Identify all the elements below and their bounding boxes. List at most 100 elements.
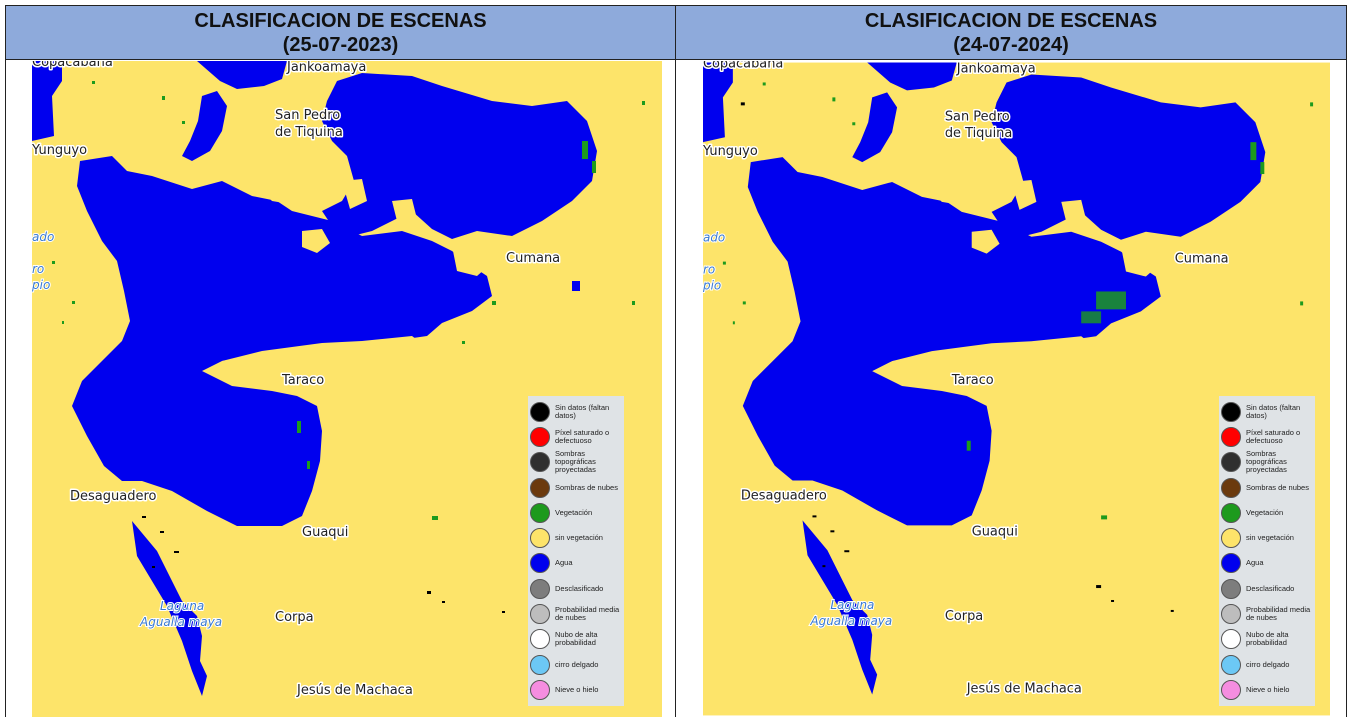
legend-swatch <box>1221 426 1241 447</box>
place-label: Cumana <box>506 251 560 266</box>
legend-swatch <box>1221 629 1241 650</box>
place-label: Copacabana <box>703 61 783 72</box>
legend-swatch <box>1221 401 1241 422</box>
no-data-pixels <box>740 102 1174 612</box>
panel-title: CLASIFICACION DE ESCENAS <box>864 10 1158 32</box>
legend-label: Sin datos (faltan datos) <box>555 402 610 420</box>
lake-label: Agualla maya <box>139 615 222 629</box>
place-label: Corpa <box>945 609 983 624</box>
legend-label: Píxel saturado o defectuoso <box>1246 427 1301 445</box>
legend-label: Sombras de nubes <box>555 482 618 492</box>
legend-label: Sombras topográficas proyectadas <box>1246 449 1287 475</box>
legend-swatch <box>530 679 550 700</box>
place-label: Desaguadero <box>741 488 827 503</box>
edge-label: pio <box>32 278 50 292</box>
legend-swatch <box>1221 604 1241 625</box>
legend-item: Sombras topográficas proyectadas <box>530 450 622 475</box>
legend-swatch <box>1221 452 1241 473</box>
legend-label: Sombras topográficas proyectadas <box>555 449 596 475</box>
islands <box>892 97 1163 387</box>
panel-date: (24-07-2024) <box>953 34 1069 56</box>
panel-header-2023: CLASIFICACION DE ESCENAS (25-07-2023) <box>6 6 675 60</box>
place-label: Guaqui <box>302 525 348 540</box>
islands <box>222 96 494 386</box>
place-label: Jesús de Machaca <box>296 683 413 698</box>
legend-item: Probabilidad media de nubes <box>530 601 622 626</box>
legend-item: Píxel saturado o defectuoso <box>1221 424 1313 449</box>
legend-label: cirro delgado <box>1246 659 1290 669</box>
legend-label: sin vegetación <box>1246 533 1294 543</box>
water-body <box>703 62 1266 695</box>
table-frame <box>5 5 1347 717</box>
legend-swatch <box>530 477 550 498</box>
legend-swatch <box>530 426 550 447</box>
legend-item: Sin datos (faltan datos) <box>1221 399 1313 424</box>
lake-label: Agualla maya <box>809 614 892 628</box>
legend-swatch <box>1221 679 1241 700</box>
legend-label: Sin datos (faltan datos) <box>1246 402 1301 420</box>
legend-swatch <box>1221 528 1241 549</box>
place-label: San Pedro <box>275 108 340 123</box>
legend-label: Sombras de nubes <box>1246 482 1309 492</box>
legend-swatch <box>530 629 550 650</box>
panel-date: (25-07-2023) <box>282 34 399 56</box>
legend-swatch <box>530 604 550 625</box>
place-label: Cumana <box>1175 252 1229 267</box>
legend-label: Probabilidad media de nubes <box>555 605 620 623</box>
place-label: de Tiquina <box>275 125 343 140</box>
legend-item: Probabilidad media de nubes <box>1221 601 1313 626</box>
vegetation-pixels <box>52 81 645 520</box>
legend-item: Desclasificado <box>1221 576 1313 601</box>
place-label: Taraco <box>281 373 324 388</box>
legend-swatch <box>530 401 550 422</box>
legend-swatch <box>530 452 550 473</box>
legend-label: Nieve o hielo <box>555 684 599 694</box>
place-label: Copacabana <box>32 61 113 70</box>
place-label: Jankoamaya <box>286 61 366 75</box>
edge-label: pio <box>703 278 721 292</box>
column-divider <box>675 5 676 717</box>
legend-item: cirro delgado <box>1221 652 1313 677</box>
legend-swatch <box>1221 654 1241 675</box>
legend-item: Sin datos (faltan datos) <box>530 399 622 424</box>
legend-item: Vegetación <box>1221 500 1313 525</box>
legend-swatch <box>530 528 550 549</box>
place-label: Taraco <box>951 373 994 388</box>
legend-2023: Sin datos (faltan datos) Píxel saturado … <box>528 396 624 706</box>
place-label: San Pedro <box>945 109 1010 124</box>
place-label: Jesús de Machaca <box>966 682 1082 697</box>
legend-label: Agua <box>555 558 573 568</box>
legend-label: cirro delgado <box>555 659 599 669</box>
place-label: de Tiquina <box>945 126 1012 141</box>
legend-label: Nubo de alta probabilidad <box>1246 630 1289 648</box>
legend-label: sin vegetación <box>555 533 603 543</box>
place-label: Yunguyo <box>32 143 87 158</box>
legend-item: Nieve o hielo <box>530 677 622 702</box>
classification-map-2024: Copacabana Jankoamaya San Pedro de Tiqui… <box>703 61 1330 717</box>
map-canvas: Copacabana Jankoamaya San Pedro de Tiqui… <box>703 61 1330 716</box>
legend-2024: Sin datos (faltan datos) Píxel saturado … <box>1219 396 1315 706</box>
legend-swatch <box>1221 578 1241 599</box>
vegetation-pixels <box>722 82 1314 520</box>
place-label: Yunguyo <box>703 144 758 159</box>
edge-label: ado <box>703 231 725 245</box>
legend-item: Nieve o hielo <box>1221 677 1313 702</box>
legend-swatch <box>530 553 550 574</box>
legend-item: Vegetación <box>530 500 622 525</box>
legend-swatch <box>530 654 550 675</box>
legend-swatch <box>1221 477 1241 498</box>
water-body <box>32 61 597 696</box>
legend-item: Desclasificado <box>530 576 622 601</box>
place-label: Guaqui <box>972 524 1018 539</box>
legend-item: Píxel saturado o defectuoso <box>530 424 622 449</box>
edge-label: ro <box>32 262 44 276</box>
legend-item: cirro delgado <box>530 652 622 677</box>
legend-item: sin vegetación <box>530 525 622 550</box>
place-label: Desaguadero <box>70 489 157 504</box>
legend-label: Desclasificado <box>555 583 604 593</box>
lake-label: Laguna <box>830 598 874 612</box>
place-label: Corpa <box>275 610 314 625</box>
edge-label: ro <box>703 263 715 277</box>
legend-label: Agua <box>1246 558 1264 568</box>
legend-swatch <box>530 502 550 523</box>
